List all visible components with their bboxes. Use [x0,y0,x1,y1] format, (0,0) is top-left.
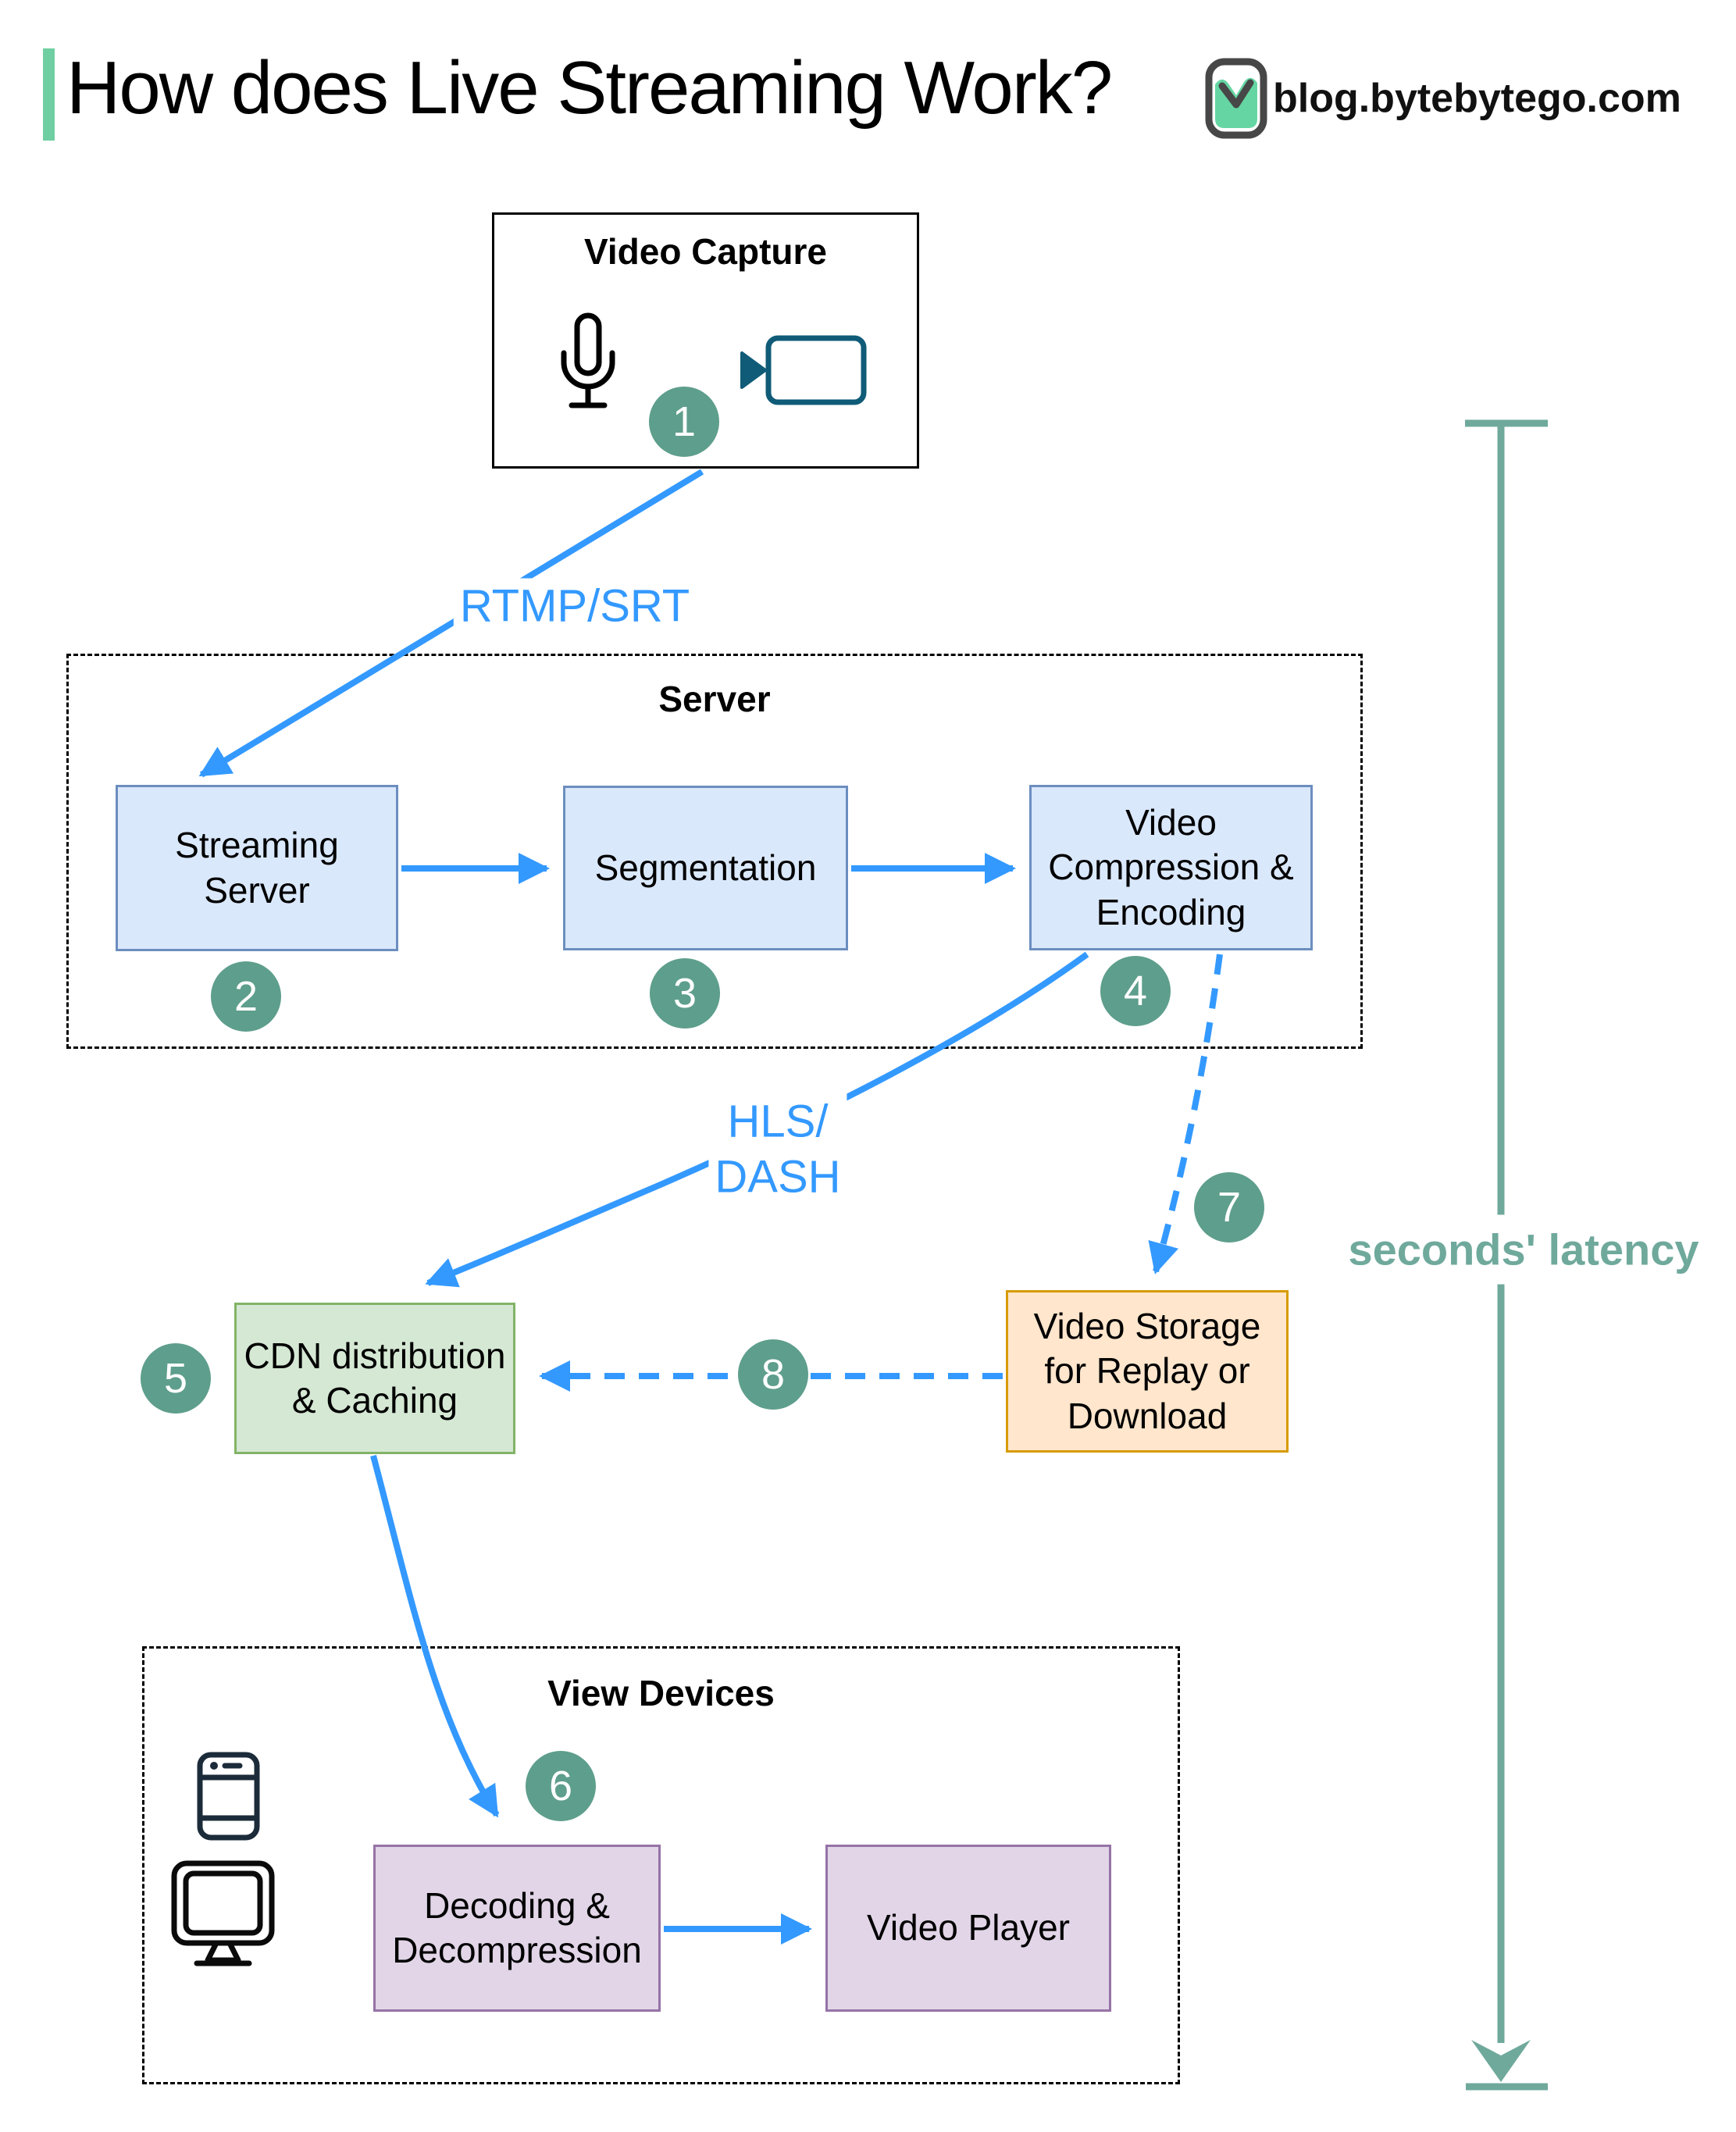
server-title: Server [658,679,771,719]
edge-compression-to-cdn [425,951,1089,1288]
step-badge-7: 7 [1194,1172,1264,1242]
label-seconds-latency: seconds' latency [1343,1214,1704,1285]
step-badge-5: 5 [141,1343,211,1414]
label-hls-dash: HLS/ DASH [708,1093,847,1207]
title-accent-bar [43,48,55,141]
node-video-storage: Video Storage for Replay or Download [1006,1290,1289,1453]
monitor-icon [171,1860,275,1966]
latency-arrowhead [1471,2040,1531,2082]
step-badge-3: 3 [650,958,720,1029]
node-video-compression: Video Compression & Encoding [1029,785,1313,950]
server-container: Server [66,654,1363,1049]
node-streaming-server: Streaming Server [116,785,398,951]
microphone-icon [561,312,615,408]
video-capture-container: Video Capture [492,212,919,469]
view-devices-container: View Devices [142,1646,1180,2084]
edge-compression-to-storage [1148,954,1223,1275]
node-decoding: Decoding & Decompression [373,1845,661,2012]
bytebytego-logo-icon [1205,58,1267,139]
video-capture-title: Video Capture [584,231,827,272]
edge-cdn-to-decoding [370,1454,500,1818]
step-badge-4: 4 [1100,956,1171,1026]
step-badge-1: 1 [649,387,719,457]
step-badge-6: 6 [526,1751,596,1821]
smartphone-icon [197,1752,260,1841]
step-badge-8: 8 [738,1339,808,1410]
page-title: How does Live Streaming Work? [66,46,1113,130]
node-cdn-distribution: CDN distribution & Caching [234,1303,515,1454]
video-camera-icon [740,335,867,405]
node-segmentation: Segmentation [563,786,848,950]
site-url: blog.bytebytego.com [1273,76,1681,121]
step-badge-2: 2 [211,961,281,1032]
edge-capture-to-streaming [198,469,704,778]
view-devices-title: View Devices [547,1673,775,1713]
label-rtmp-srt: RTMP/SRT [453,578,697,634]
node-video-player: Video Player [825,1845,1111,2012]
